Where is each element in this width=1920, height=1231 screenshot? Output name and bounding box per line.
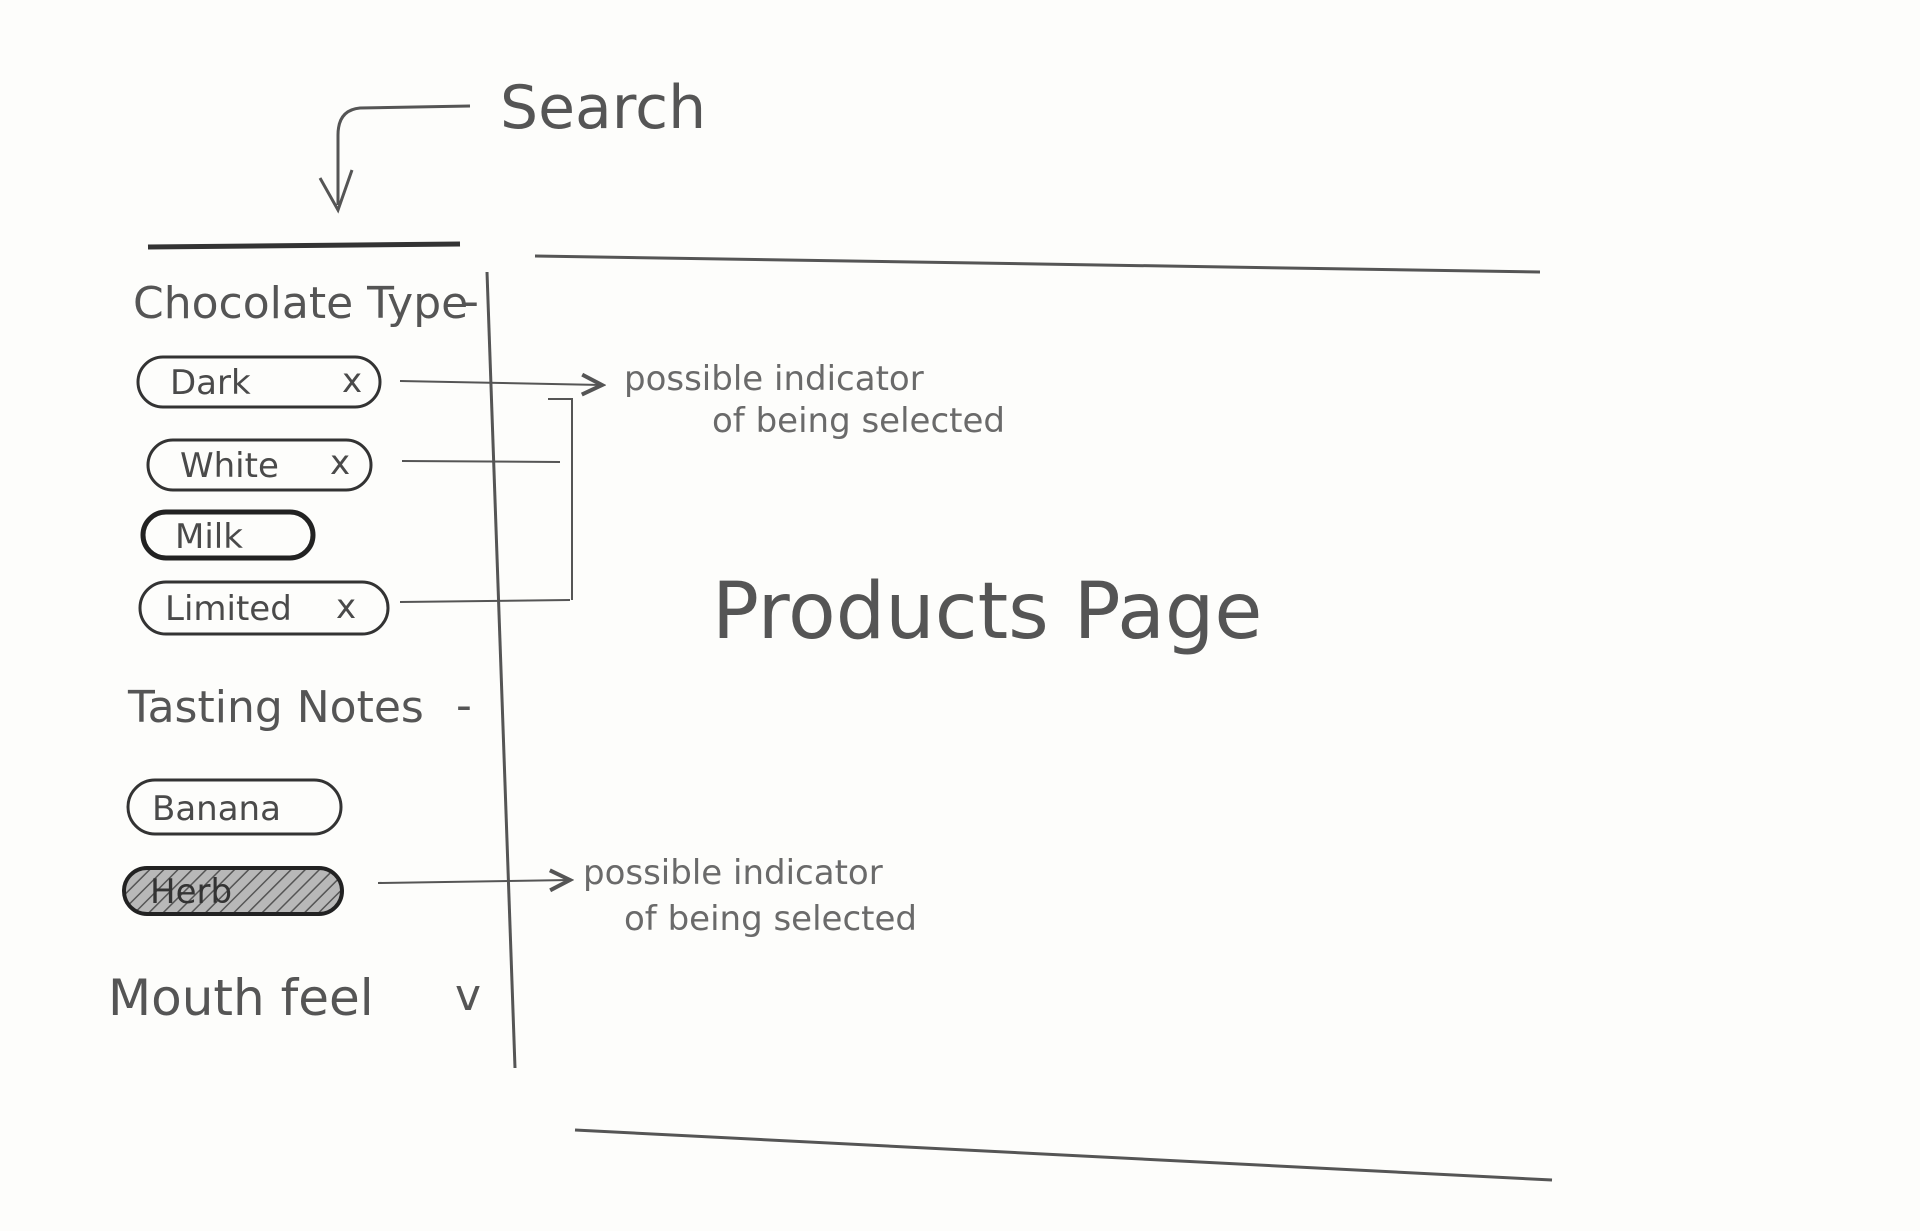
search-label: Search bbox=[500, 73, 706, 143]
search-input[interactable] bbox=[147, 241, 461, 250]
chip-label: Herb bbox=[150, 872, 232, 912]
annotation-arrow bbox=[377, 880, 570, 883]
chip-dark[interactable]: Dark x bbox=[136, 355, 382, 409]
section-title-chocolate-type: Chocolate Type bbox=[133, 278, 468, 329]
annotation-arrow bbox=[399, 381, 602, 385]
annotation-bracket bbox=[548, 398, 573, 600]
collapse-toggle-chocolate-type[interactable]: - bbox=[463, 276, 479, 327]
expand-toggle-mouth-feel[interactable]: v bbox=[455, 970, 481, 1021]
chip-label: Banana bbox=[152, 789, 281, 829]
annotation-connector bbox=[399, 599, 571, 603]
annotation-text-line2: of being selected bbox=[712, 401, 1005, 441]
chip-label: Dark bbox=[170, 363, 251, 403]
page-title: Products Page bbox=[712, 567, 1262, 657]
chip-label: Limited bbox=[165, 589, 292, 629]
chip-remove-icon[interactable]: x bbox=[336, 587, 356, 627]
annotation-text-line1: possible indicator bbox=[624, 359, 924, 399]
content-top-divider bbox=[534, 254, 1541, 274]
chip-banana[interactable]: Banana bbox=[126, 778, 343, 836]
collapse-toggle-tasting-notes[interactable]: - bbox=[456, 680, 472, 731]
chip-label: Milk bbox=[175, 517, 243, 557]
annotation-connector bbox=[401, 460, 561, 463]
content-bottom-divider bbox=[574, 1128, 1553, 1182]
chip-milk[interactable]: Milk bbox=[140, 509, 316, 561]
chip-limited[interactable]: Limited x bbox=[138, 580, 390, 636]
search-arrow bbox=[336, 104, 471, 205]
sidebar-divider bbox=[485, 271, 517, 1069]
section-title-mouth-feel: Mouth feel bbox=[108, 969, 374, 1027]
search-arrow-head bbox=[318, 169, 354, 214]
chip-herb-selected[interactable]: Herb bbox=[122, 866, 344, 916]
chip-label: White bbox=[180, 446, 279, 486]
chip-white[interactable]: White x bbox=[146, 438, 373, 492]
annotation-text-line1: possible indicator bbox=[583, 853, 883, 893]
section-title-tasting-notes: Tasting Notes bbox=[127, 682, 424, 733]
annotation-text-line2: of being selected bbox=[624, 899, 917, 939]
chip-remove-icon[interactable]: x bbox=[330, 443, 350, 483]
chip-remove-icon[interactable]: x bbox=[342, 361, 362, 401]
